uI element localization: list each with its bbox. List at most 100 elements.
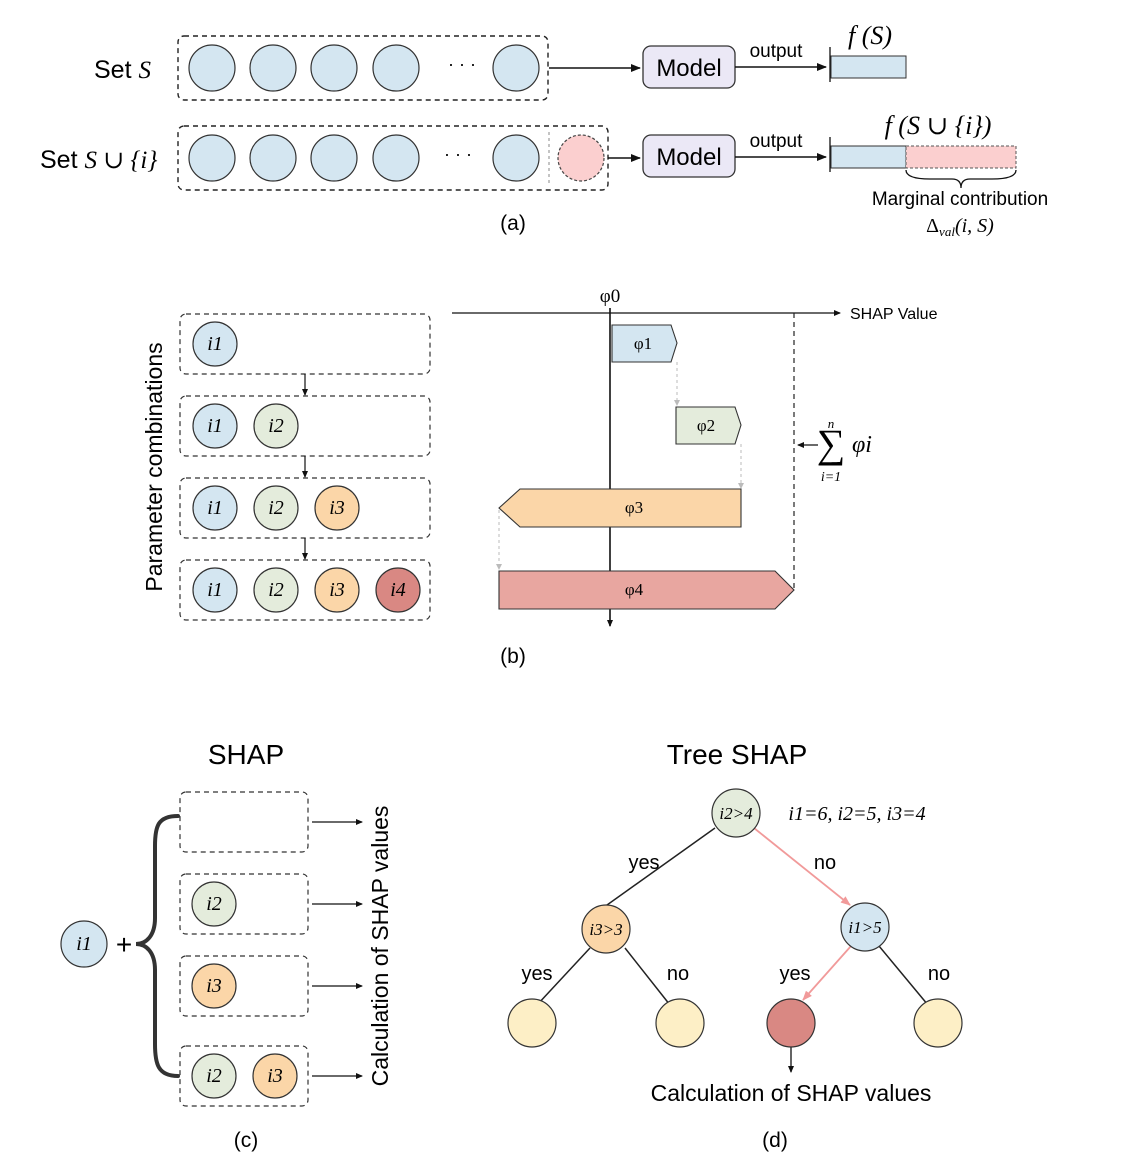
i1-label: i1 bbox=[207, 497, 223, 519]
phi0-label: φ0 bbox=[600, 286, 620, 307]
subset-box-i3 bbox=[179, 955, 309, 1017]
leaf-node bbox=[913, 998, 963, 1048]
output-label: output bbox=[750, 131, 804, 152]
i2-label: i2 bbox=[206, 1065, 222, 1087]
i1-circle bbox=[192, 321, 238, 367]
sum-lower-index: i=1 bbox=[821, 470, 841, 485]
i3-circle bbox=[252, 1053, 298, 1099]
left-node bbox=[581, 904, 631, 954]
phi3-label: φ3 bbox=[625, 498, 643, 517]
added-element-i-circle bbox=[557, 134, 605, 182]
element-circle bbox=[492, 134, 540, 182]
i3-circle bbox=[191, 963, 237, 1009]
right-node bbox=[840, 902, 890, 952]
parameter-combinations-label: Parameter combinations bbox=[141, 342, 167, 591]
i3-label: i3 bbox=[267, 1065, 283, 1087]
yes-label: yes bbox=[779, 963, 810, 985]
i3-circle bbox=[314, 567, 360, 613]
panel-a: Set S Set S ∪ {i} · · · · · · Model Mode… bbox=[40, 21, 1048, 239]
set-s-label: Set S bbox=[94, 56, 151, 84]
subset-box-i2-i3 bbox=[179, 1045, 309, 1107]
root-node bbox=[711, 788, 761, 838]
brace bbox=[905, 169, 1017, 189]
marginal-contribution-label: Marginal contribution bbox=[872, 189, 1048, 210]
leaf-node-active bbox=[766, 998, 816, 1048]
left-node-label: i3>3 bbox=[589, 920, 622, 939]
sum-term-phi-i: φi bbox=[852, 432, 872, 458]
element-circle bbox=[372, 44, 420, 92]
i2-label: i2 bbox=[268, 579, 284, 601]
calculation-shap-values-label: Calculation of SHAP values bbox=[651, 1080, 932, 1106]
caption-b: (b) bbox=[500, 645, 526, 668]
no-label: no bbox=[814, 852, 836, 874]
tree-edge-active bbox=[753, 827, 851, 906]
i1-circle bbox=[192, 567, 238, 613]
yes-label: yes bbox=[521, 963, 552, 985]
caption-c: (c) bbox=[234, 1129, 259, 1152]
i3-circle bbox=[314, 485, 360, 531]
right-node-label: i1>5 bbox=[848, 918, 881, 937]
f-s-label: f (S) bbox=[848, 21, 892, 50]
curly-brace bbox=[135, 814, 180, 1078]
i1-circle bbox=[192, 403, 238, 449]
i3-label: i3 bbox=[206, 975, 222, 997]
no-label: no bbox=[667, 963, 689, 985]
element-circle bbox=[492, 44, 540, 92]
phi2-label: φ2 bbox=[697, 416, 715, 435]
phi2-bar bbox=[675, 406, 742, 445]
sum-upper-n: n bbox=[828, 416, 835, 431]
plus-sign: + bbox=[116, 929, 132, 960]
phi1-bar bbox=[611, 324, 678, 363]
shap-title: SHAP bbox=[208, 739, 284, 770]
set-s-union-i-label: Set S ∪ {i} bbox=[40, 146, 157, 174]
tree-edge bbox=[878, 945, 929, 1006]
caption-a: (a) bbox=[500, 212, 526, 235]
root-node-label: i2>4 bbox=[719, 804, 753, 823]
i2-label: i2 bbox=[268, 497, 284, 519]
panel-c: SHAP i1 + i2 i3 i2 i3 Calculation of SHA… bbox=[60, 739, 393, 1152]
panel-b: Parameter combinations i1 i1 i2 i1 i2 i3… bbox=[141, 286, 938, 668]
i4-circle bbox=[375, 567, 421, 613]
model-label: Model bbox=[656, 144, 721, 171]
i3-label: i3 bbox=[329, 579, 345, 601]
i1-label: i1 bbox=[76, 933, 92, 955]
element-circle bbox=[310, 44, 358, 92]
i2-circle bbox=[253, 485, 299, 531]
phi1-label: φ1 bbox=[634, 334, 652, 353]
combination-box-4 bbox=[179, 559, 431, 621]
tree-edge bbox=[599, 827, 716, 911]
phi4-label: φ4 bbox=[625, 580, 644, 599]
tree-edge bbox=[624, 947, 671, 1006]
calculation-shap-values-vertical-label: Calculation of SHAP values bbox=[367, 806, 393, 1087]
element-circle bbox=[310, 134, 358, 182]
i1-circle bbox=[60, 920, 108, 968]
set-s-box bbox=[177, 35, 549, 101]
i2-circle bbox=[253, 567, 299, 613]
delta-val-label: Δval(i, S) bbox=[926, 215, 994, 239]
i2-circle bbox=[191, 1053, 237, 1099]
subset-box-i2 bbox=[179, 873, 309, 935]
output-bar-s bbox=[830, 55, 907, 79]
i2-label: i2 bbox=[206, 893, 222, 915]
subset-box-empty bbox=[179, 791, 309, 853]
model-label: Model bbox=[656, 55, 721, 82]
tree-shap-title: Tree SHAP bbox=[667, 739, 808, 770]
i1-label: i1 bbox=[207, 579, 223, 601]
output-bar-s bbox=[830, 145, 907, 169]
output-label: output bbox=[750, 41, 804, 62]
caption-d: (d) bbox=[762, 1129, 788, 1152]
tree-edge-active bbox=[802, 945, 852, 1001]
i1-label: i1 bbox=[207, 333, 223, 355]
leaf-node bbox=[507, 998, 557, 1048]
tree-edge bbox=[536, 947, 591, 1006]
i4-label: i4 bbox=[390, 579, 406, 601]
element-circle bbox=[188, 134, 236, 182]
i2-label: i2 bbox=[268, 415, 284, 437]
phi4-bar bbox=[498, 570, 795, 610]
element-circle bbox=[188, 44, 236, 92]
element-circle bbox=[249, 44, 297, 92]
leaf-node bbox=[655, 998, 705, 1048]
marginal-contribution-bar bbox=[905, 145, 1017, 169]
sum-symbol: ∑ bbox=[817, 421, 846, 466]
